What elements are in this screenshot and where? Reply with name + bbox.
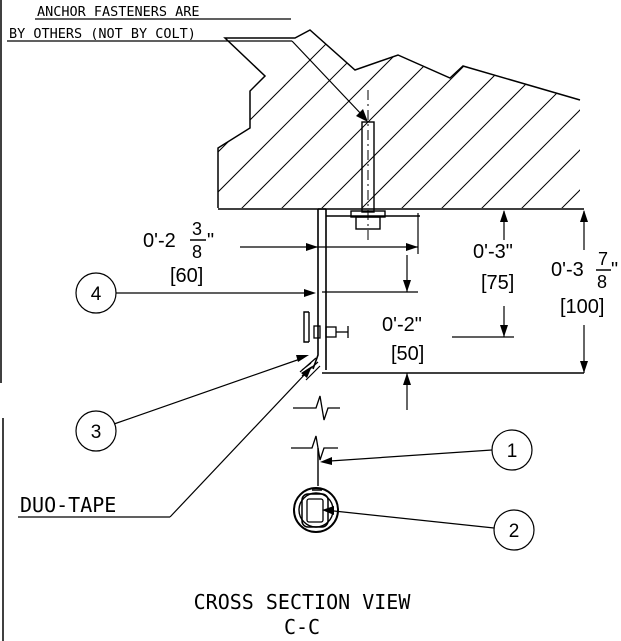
dim-gap-metric: [50] — [391, 343, 424, 365]
dim-height-metric: [75] — [481, 272, 514, 294]
dim-gap-arrow-bottom — [403, 373, 411, 385]
callout-4-number: 4 — [91, 284, 102, 305]
dim-total-arrow-bottom — [580, 361, 588, 373]
note-leader — [291, 40, 364, 117]
callout-2-arrow — [322, 506, 334, 515]
dim-width-numerator: 3 — [192, 219, 202, 239]
rotor-outer-circle — [293, 487, 339, 533]
callout-3-leader — [113, 357, 304, 425]
dim-width-denominator: 8 — [192, 242, 202, 262]
break-line-lower — [291, 435, 338, 461]
note-leader-arrow — [356, 109, 368, 122]
dim-total-numerator: 7 — [598, 249, 608, 269]
dim-gap-arrow-top — [403, 280, 411, 292]
callout-2-bubble — [493, 509, 535, 551]
dim-height-arrow-bottom — [500, 325, 508, 337]
rotor-frame-inner — [306, 498, 324, 523]
callout-3-number: 3 — [91, 422, 102, 443]
duo-tape-label: DUO-TAPE — [20, 493, 116, 517]
anchor-nut — [355, 216, 381, 230]
dim-total-metric: [100] — [560, 296, 604, 318]
mounting-clip — [303, 311, 310, 343]
callout-3-bubble — [75, 410, 117, 452]
dim-width-arrow-left — [306, 243, 318, 251]
dim-width-metric: [60] — [170, 265, 203, 287]
dim-height-imperial: 0'-3" — [473, 241, 513, 263]
view-section-id: C-C — [284, 615, 320, 639]
note-line-2: BY OTHERS (NOT BY COLT) — [9, 26, 196, 42]
dim-total-denominator: 8 — [597, 272, 607, 292]
callout-4-arrow — [304, 289, 316, 297]
callout-2-leader — [333, 510, 495, 529]
callout-3-arrow — [296, 355, 309, 362]
dim-width-whole: 0'-2 — [143, 230, 176, 252]
note-line-1: ANCHOR FASTENERS ARE — [37, 4, 200, 20]
callout-1-arrow — [320, 457, 332, 465]
dim-width-inch-mark: " — [207, 230, 214, 252]
dim-gap-imperial: 0'-2" — [382, 314, 422, 336]
clip-screw-head — [313, 325, 321, 339]
duo-tape-leader — [169, 371, 308, 518]
view-title: CROSS SECTION VIEW — [194, 590, 412, 614]
concrete-hatch — [218, 30, 580, 208]
dim-total-inch-mark: " — [611, 259, 618, 281]
dim-width-arrow-right — [406, 243, 418, 251]
callout-1-number: 1 — [507, 441, 518, 462]
anchor-bolt — [361, 121, 375, 213]
callout-1-leader — [329, 449, 493, 462]
concrete-outline — [217, 29, 581, 208]
angle-bracket — [312, 208, 327, 370]
dim-height-arrow-top — [500, 210, 508, 222]
callout-2-number: 2 — [509, 521, 520, 542]
break-line-upper — [293, 395, 340, 421]
dim-total-whole: 0'-3 — [551, 259, 584, 281]
dim-total-arrow-top — [580, 210, 588, 222]
duo-tape-arrow — [301, 366, 312, 378]
clip-screw-nut — [325, 326, 337, 338]
